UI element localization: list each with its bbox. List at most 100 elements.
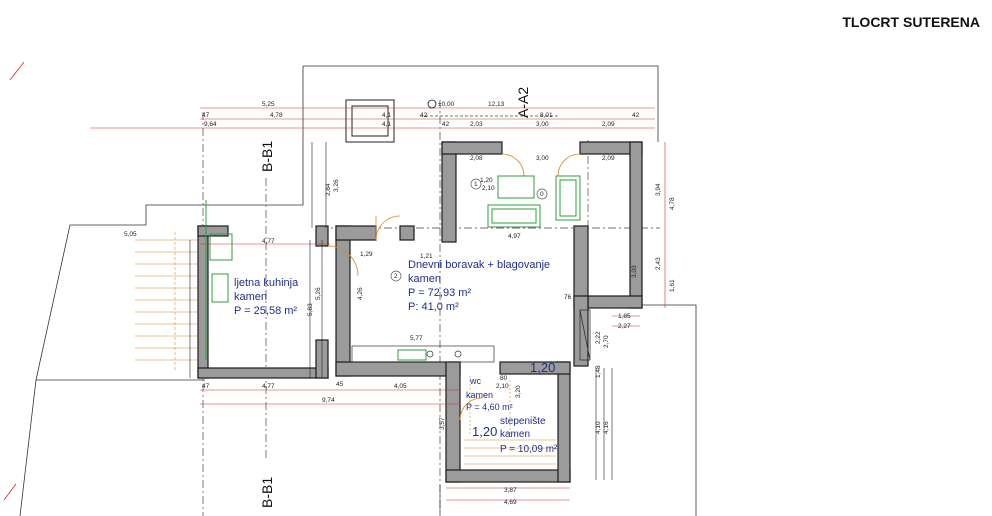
room-stairs-finish: kamen bbox=[500, 429, 530, 440]
stair-width-mark: 1,20 bbox=[530, 360, 555, 375]
dim-right-vert-e: 3,03 bbox=[631, 265, 638, 278]
dim-stairs-vert-a: 3,57 bbox=[439, 417, 446, 430]
kitchen-counter bbox=[351, 345, 495, 363]
room-stairs-name: stepenište bbox=[500, 416, 546, 427]
dim-top2-f: 42 bbox=[632, 112, 640, 119]
dim-right-small-b: 2,27 bbox=[618, 323, 631, 330]
dim-inner-top-b: 3,00 bbox=[536, 155, 549, 162]
stair-width-mark-2: 1,20 bbox=[472, 424, 497, 439]
dimension-lines-red bbox=[90, 107, 666, 501]
dim-top2-a: 47 bbox=[202, 112, 210, 119]
dim-right-vert-b: 3,94 bbox=[655, 183, 662, 196]
dim-right-small-d: 2,70 bbox=[603, 335, 610, 348]
dim-top3-c: 42 bbox=[442, 121, 450, 128]
room-living-finish: kamen bbox=[408, 273, 441, 285]
room-stairs: stepenište kamen P = 10,09 m² bbox=[500, 416, 558, 455]
room-living: Dnevni boravak + blagovanje kamen P = 72… bbox=[408, 259, 550, 313]
dim-stairs-bottom-a: 3,87 bbox=[504, 487, 517, 494]
svg-text:0: 0 bbox=[540, 191, 544, 198]
room-living-name: Dnevni boravak + blagovanje bbox=[408, 259, 550, 271]
room-living-area2: P: 41,0 m² bbox=[408, 301, 459, 313]
marker-2: 2 bbox=[390, 270, 402, 282]
dim-bottom1-c: 45 bbox=[336, 381, 344, 388]
dim-left-vert-c: 2,84 bbox=[325, 183, 332, 196]
level-label: ±0,00 bbox=[438, 101, 455, 108]
dim-right-small-c: 2,22 bbox=[595, 331, 602, 344]
dim-top3-d: 2,03 bbox=[470, 121, 483, 128]
dim-top3-e: 3,00 bbox=[536, 121, 549, 128]
dim-stairs-vert-c: 4,16 bbox=[603, 421, 610, 434]
dim-right-vert-c: 2,43 bbox=[655, 257, 662, 270]
dim-left-vert-d: 3,26 bbox=[333, 179, 340, 192]
dimension-labels: 5,25 12,13 47 4,78 4,1 42 8,01 42 9,64 4… bbox=[124, 101, 676, 506]
dim-misc-e: 2,10 bbox=[482, 185, 495, 192]
dim-inner-top-c: 2,09 bbox=[602, 155, 615, 162]
room-kitchen-area: P = 25,58 m² bbox=[234, 305, 297, 317]
room-wc-name: wc bbox=[469, 376, 481, 386]
dim-misc-a: 80 bbox=[500, 375, 508, 382]
dim-bottom2: 9,74 bbox=[322, 397, 335, 404]
dim-477-top: 4,77 bbox=[262, 238, 275, 245]
dim-bottom1-b: 4,77 bbox=[262, 383, 275, 390]
dim-left-vert-b: 5,26 bbox=[315, 287, 322, 300]
dim-inner-top-a: 2,08 bbox=[470, 155, 483, 162]
room-kitchen: ljetna kuhinja kamen P = 25,58 m² bbox=[234, 277, 299, 317]
marker-0: 0 bbox=[536, 188, 548, 200]
dim-inner-76: 76 bbox=[564, 294, 572, 301]
room-kitchen-finish: kamen bbox=[234, 291, 267, 303]
site-lines bbox=[3, 61, 697, 516]
room-wc-finish: kamen bbox=[466, 390, 493, 400]
stair-treads bbox=[464, 376, 556, 465]
dim-inner-129: 1,29 bbox=[360, 251, 373, 258]
terrace-stairs bbox=[135, 232, 200, 372]
dim-top1-b: 12,13 bbox=[488, 101, 505, 108]
dim-bottom1-a: 47 bbox=[202, 383, 210, 390]
section-label-b-top: B-B1 bbox=[259, 141, 275, 172]
light-well bbox=[579, 309, 591, 361]
section-label-a: A-A2 bbox=[515, 87, 531, 118]
dim-top3-b: 4,1 bbox=[382, 121, 391, 128]
skylight bbox=[345, 99, 395, 143]
dimension-lines-black bbox=[189, 142, 613, 516]
dim-right-vert-d: 1,61 bbox=[669, 279, 676, 292]
dim-left-block: 5,05 bbox=[124, 231, 137, 238]
dim-misc-d: 1,20 bbox=[480, 177, 493, 184]
dim-right-vert-a: 4,78 bbox=[669, 197, 676, 210]
room-wc: wc kamen P = 4,60 m² bbox=[466, 376, 513, 412]
dim-top2-e: 8,01 bbox=[540, 112, 553, 119]
page-title: TLOCRT SUTERENA bbox=[842, 14, 980, 30]
level-mark: ±0,00 bbox=[427, 99, 455, 109]
furniture bbox=[205, 115, 581, 361]
room-stairs-area: P = 10,09 m² bbox=[500, 444, 558, 455]
svg-text:1: 1 bbox=[474, 181, 478, 188]
dim-top1-a: 5,25 bbox=[262, 101, 275, 108]
room-wc-area: P = 4,60 m² bbox=[466, 402, 513, 412]
dim-stairs-vert-b: 4,10 bbox=[595, 421, 602, 434]
level-circle-icon bbox=[427, 99, 437, 109]
dim-bottom1-d: 4,05 bbox=[394, 383, 407, 390]
dim-top3-a: 9,64 bbox=[204, 121, 217, 128]
dim-inner-121: 1,21 bbox=[420, 253, 433, 260]
section-axis-lines bbox=[202, 100, 660, 516]
dim-stairs-bottom-b: 4,69 bbox=[504, 499, 517, 506]
svg-text:2: 2 bbox=[394, 273, 398, 280]
dim-right-small-a: 1,85 bbox=[618, 313, 631, 320]
doors bbox=[327, 153, 581, 421]
dim-inner-497: 4,97 bbox=[508, 233, 521, 240]
dim-misc-b: 2,10 bbox=[496, 383, 509, 390]
dim-top3-f: 2,09 bbox=[602, 121, 615, 128]
dim-misc-f: 4,26 bbox=[357, 287, 364, 300]
room-living-area: P = 72,93 m² bbox=[408, 287, 471, 299]
room-kitchen-name: ljetna kuhinja bbox=[234, 277, 299, 289]
marker-1: 1 bbox=[470, 178, 482, 190]
dim-inner-577: 5,77 bbox=[410, 335, 423, 342]
section-label-b-bottom: B-B1 bbox=[259, 477, 275, 508]
dim-stairs-vert-d: 1,48 bbox=[595, 365, 602, 378]
dim-top2-c: 4,1 bbox=[382, 112, 391, 119]
dim-top2-b: 4,78 bbox=[270, 112, 283, 119]
dim-misc-c: 3,20 bbox=[515, 385, 522, 398]
walls bbox=[197, 141, 643, 483]
dim-top2-d: 42 bbox=[420, 112, 428, 119]
dim-left-vert-a: 5,83 bbox=[307, 303, 314, 316]
